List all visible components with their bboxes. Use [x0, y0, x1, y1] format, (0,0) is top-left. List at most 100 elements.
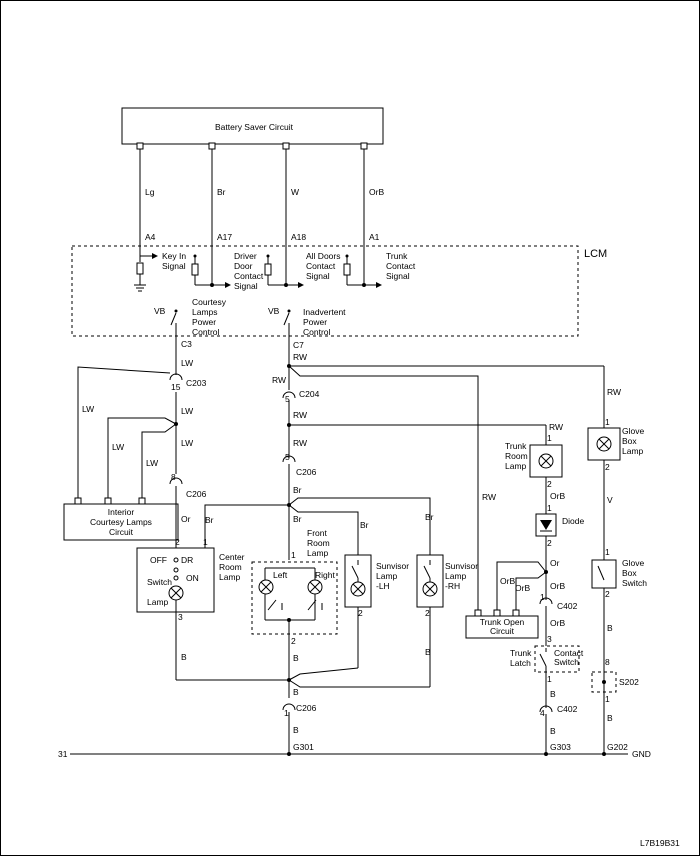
trunk-contact-2: Contact [386, 261, 416, 271]
key-in-2: Signal [162, 261, 186, 271]
sunvisor-rh-2: Lamp [445, 571, 467, 581]
switch-off: OFF [150, 555, 167, 565]
pin-1f: 1 [605, 417, 610, 427]
g301-label: G301 [293, 742, 314, 752]
glove-switch-2: Box [622, 568, 637, 578]
wire-orb-top: OrB [369, 187, 384, 197]
front-room-3: Lamp [307, 548, 329, 558]
left-label: Left [273, 570, 288, 580]
wire-w: W [291, 187, 299, 197]
pin-3: 3 [178, 612, 183, 622]
interior-courtesy-box [63, 503, 179, 541]
pin-a17: A17 [217, 232, 232, 242]
lw-2: LW [82, 404, 94, 414]
pin-2g: 2 [605, 462, 610, 472]
lcm-box [71, 245, 579, 337]
pin-a18: A18 [291, 232, 306, 242]
lw-3: LW [181, 406, 193, 416]
trunk-contact-3: Signal [386, 271, 410, 281]
c402b-label: C402 [557, 704, 578, 714]
rw-7: RW [607, 387, 621, 397]
key-in-1: Key In [162, 251, 186, 261]
br-1: Br [205, 515, 214, 525]
br-2: Br [293, 485, 302, 495]
or-2: Or [550, 558, 560, 568]
battery-saver-box [121, 107, 384, 145]
driver-door-3: Contact [234, 271, 264, 281]
rw-2: RW [272, 375, 286, 385]
lamp-label: Lamp [147, 597, 169, 607]
glove-switch-3: Switch [622, 578, 647, 588]
trunk-room-2: Room [505, 451, 528, 461]
contact-switch-2: Switch [554, 657, 579, 667]
courtesy-3: Power [192, 317, 216, 327]
pin-a1: A1 [369, 232, 380, 242]
orb-4: OrB [550, 581, 565, 591]
orb-2: OrB [500, 576, 515, 586]
lw-4: LW [181, 438, 193, 448]
rw-1: RW [293, 352, 307, 362]
pin-3b: 3 [547, 634, 552, 644]
b-3: B [425, 647, 431, 657]
trunk-open-box [465, 615, 539, 639]
trunk-room-1: Trunk [505, 441, 527, 451]
switch-on: ON [186, 573, 199, 583]
c7-label: C7 [293, 340, 304, 350]
vb-2: VB [268, 306, 280, 316]
battery-saver-title: Battery Saver Circuit [215, 122, 294, 132]
trunk-contact-1: Trunk [386, 251, 408, 261]
wire-lg: Lg [145, 187, 155, 197]
c206b-pin: 8 [171, 472, 176, 482]
pin-1e: 1 [547, 674, 552, 684]
g202-label: G202 [607, 742, 628, 752]
pin-2e: 2 [547, 479, 552, 489]
b-2: B [293, 653, 299, 663]
br-3: Br [425, 512, 434, 522]
b-6: B [550, 689, 556, 699]
switch-dr: DR [181, 555, 193, 565]
orb-1: OrB [550, 491, 565, 501]
front-room-1: Front [307, 528, 327, 538]
driver-door-2: Door [234, 261, 253, 271]
switch-label: Switch [147, 577, 172, 587]
s202-box [591, 671, 617, 693]
all-doors-1: All Doors [306, 251, 340, 261]
rw-3: RW [482, 492, 496, 502]
pin-2c: 2 [358, 608, 363, 618]
trunk-latch-1: Trunk [510, 648, 532, 658]
front-room-lamp-box [251, 561, 338, 635]
interior-1: Interior [108, 507, 135, 517]
trunk-open-1: Trunk Open [480, 617, 525, 627]
front-room-2: Room [307, 538, 330, 548]
glove-lamp-3: Lamp [622, 446, 644, 456]
c206a-pin: 5 [285, 452, 290, 462]
inadvertent-3: Control [303, 327, 331, 337]
center-room-2: Room [219, 562, 242, 572]
wire-br-top: Br [217, 187, 226, 197]
lw-5: LW [112, 442, 124, 452]
rw-4: RW [293, 410, 307, 420]
orb-5: OrB [550, 618, 565, 628]
trunk-room-3: Lamp [505, 461, 527, 471]
driver-door-1: Driver [234, 251, 257, 261]
sunvisor-rh-3: -RH [445, 581, 460, 591]
diode-label: Diode [562, 516, 584, 526]
c204-pin: 5 [285, 394, 290, 404]
pin-2b: 2 [291, 636, 296, 646]
courtesy-2: Lamps [192, 307, 218, 317]
interior-2: Courtesy Lamps [90, 517, 152, 527]
c204-label: C204 [299, 389, 320, 399]
sunvisor-lh-3: -LH [376, 581, 390, 591]
lw-6: LW [146, 458, 158, 468]
b-9: B [607, 713, 613, 723]
lw-1: LW [181, 358, 193, 368]
lcm-label: LCM [584, 248, 607, 260]
c206c-label: C206 [296, 703, 317, 713]
c203-pin: 15 [171, 382, 181, 392]
all-doors-2: Contact [306, 261, 336, 271]
pin-a4: A4 [145, 232, 156, 242]
c206b-label: C206 [186, 489, 207, 499]
pin-2h: 2 [605, 589, 610, 599]
